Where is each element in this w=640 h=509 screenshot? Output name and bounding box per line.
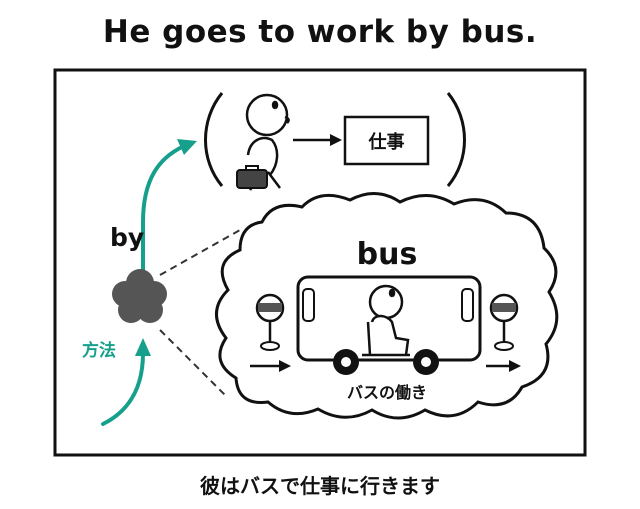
bus-stop-icon [489, 293, 519, 351]
bus-label: bus [357, 237, 418, 272]
briefcase-icon [236, 165, 268, 189]
bus-function-label: バスの働き [347, 383, 427, 402]
method-arrow [101, 139, 197, 426]
left-parenthesis [204, 92, 224, 187]
dashed-connector-top [159, 229, 241, 276]
person-sitting-icon [362, 284, 410, 357]
work-label: 仕事 [368, 131, 405, 153]
dashed-connector-bottom [159, 329, 226, 396]
diagram-frame [53, 68, 587, 457]
arrow-right-icon [486, 360, 521, 372]
method-label: 方法 [82, 340, 116, 361]
arrow-right-icon [250, 360, 291, 372]
work-box [343, 115, 430, 166]
by-cloud-icon [112, 269, 167, 323]
caption: 彼はバスで仕事に行きます [200, 474, 440, 498]
by-label: by [110, 223, 144, 252]
person-walking-icon [245, 93, 290, 191]
bus-stop-icon [255, 293, 285, 351]
right-parenthesis [446, 92, 466, 187]
arrow-right-icon [293, 134, 342, 146]
page-title: He goes to work by bus. [102, 14, 538, 50]
